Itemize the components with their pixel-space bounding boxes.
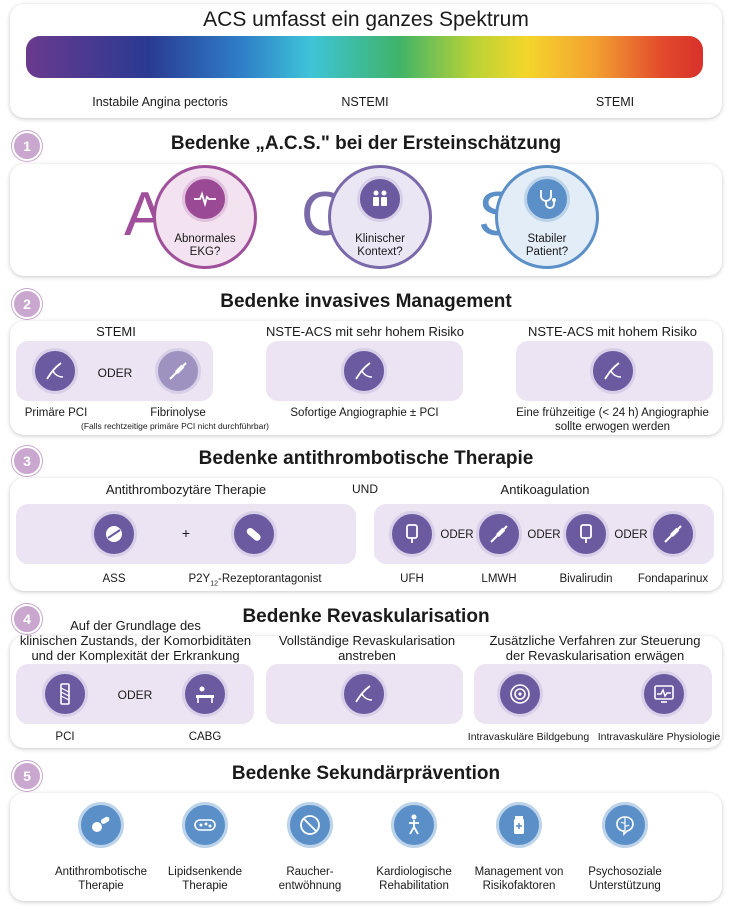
antiplatelet-box bbox=[16, 504, 356, 564]
section-5-title: Bedenke Sekundärprävention bbox=[231, 763, 501, 784]
anticoag-oder-1: ODER bbox=[440, 529, 474, 541]
prevention-label-1b: Therapie bbox=[78, 880, 124, 892]
nste-high-header: NSTE-ACS mit hohem Risiko bbox=[527, 324, 698, 339]
stent-icon bbox=[42, 671, 88, 717]
prevention-label-3b: entwöhnung bbox=[278, 880, 342, 892]
acs-s-label-1: Stabiler bbox=[527, 233, 567, 245]
stemi-header: STEMI bbox=[96, 324, 136, 339]
antithrombotic-pill-icon bbox=[78, 802, 124, 848]
spectrum-title: ACS umfasst ein ganzes Spektrum bbox=[203, 8, 529, 31]
section-1-title: Bedenke „A.C.S." bei der Ersteinschätzun… bbox=[170, 133, 562, 154]
immediate-angiography-label: Sofortige Angiographie ± PCI bbox=[290, 407, 439, 419]
prevention-label-1a: Antithrombotische bbox=[54, 866, 148, 878]
section-4-number: 4 bbox=[12, 604, 42, 634]
primary-pci-label: Primäre PCI bbox=[24, 407, 88, 419]
additional-procedures-text-1: Zusätzliche Verfahren zur Steuerung bbox=[489, 633, 701, 648]
prevention-label-6b: Unterstützung bbox=[589, 880, 661, 892]
fibrinolysis-label: Fibrinolyse bbox=[150, 407, 206, 419]
anticoag-oder-3: ODER bbox=[614, 529, 648, 541]
section-4-title: Bedenke Revaskularisation bbox=[242, 606, 490, 627]
prevention-label-5a: Management von bbox=[474, 866, 564, 878]
aspirin-pill-icon bbox=[91, 511, 137, 557]
ass-label: ASS bbox=[102, 573, 126, 585]
p2y12-label-b: -Rezeptorantagonist bbox=[217, 573, 322, 585]
prevention-label-4a: Kardiologische bbox=[376, 866, 452, 878]
ufh-label: UFH bbox=[400, 573, 424, 585]
anticoag-oder-2: ODER bbox=[527, 529, 561, 541]
revasc-basis-text-1: Auf der Grundlage des bbox=[70, 618, 201, 633]
stemi-oder: ODER bbox=[97, 366, 133, 380]
section-3-title: Bedenke antithrombotische Therapie bbox=[198, 448, 534, 469]
antiplatelet-plus: + bbox=[181, 525, 191, 541]
spectrum-label-stemi: STEMI bbox=[595, 95, 635, 109]
cabg-label: CABG bbox=[188, 731, 222, 743]
revasc-basis-text-2: klinischen Zustands, der Komorbiditäten bbox=[19, 633, 252, 648]
prevention-label-6a: Psychosoziale bbox=[588, 866, 662, 878]
acs-c-label-2: Kontext? bbox=[357, 246, 403, 258]
patient-doctor-icon bbox=[357, 176, 403, 222]
intravascular-physiology-label: Intravaskuläre Physiologie bbox=[597, 731, 721, 743]
capsule-icon bbox=[231, 511, 277, 557]
intravascular-imaging-label: Intravaskuläre Bildgebung bbox=[467, 731, 590, 743]
p2y12-label-sub: 12 bbox=[210, 580, 218, 588]
prevention-label-2b: Therapie bbox=[182, 880, 228, 892]
bivalirudin-label: Bivalirudin bbox=[559, 573, 613, 585]
fibrinolysis-syringe-icon bbox=[155, 348, 201, 394]
fibrinolysis-note: (Falls rechtzeitige primäre PCI nicht du… bbox=[80, 421, 269, 431]
section-1-number: 1 bbox=[12, 131, 42, 161]
lipid-vessel-icon bbox=[182, 802, 228, 848]
section-5-number: 5 bbox=[12, 761, 42, 791]
revasc-oder: ODER bbox=[117, 688, 153, 702]
revasc-basis-text-3: und der Komplexität der Erkrankung bbox=[31, 648, 240, 663]
prevention-label-5b: Risikofaktoren bbox=[482, 880, 556, 892]
no-smoking-icon bbox=[287, 802, 333, 848]
section-2-title: Bedenke invasives Management bbox=[220, 291, 512, 312]
stethoscope-icon bbox=[524, 176, 570, 222]
acs-a-label-2: EKG? bbox=[189, 246, 221, 258]
p2y12-label: P2Y12-Rezeptorantagonist bbox=[170, 572, 340, 591]
additional-procedures-text-2: der Revaskularisation erwägen bbox=[505, 648, 685, 663]
acs-c-label-1: Klinischer bbox=[355, 233, 405, 245]
prevention-label-2a: Lipidsenkende bbox=[167, 866, 243, 878]
antiplatelet-header: Antithrombozytäre Therapie bbox=[105, 482, 267, 497]
prevention-label-4b: Rehabilitation bbox=[379, 880, 449, 892]
ecg-icon bbox=[182, 176, 228, 222]
complete-revasc-icon bbox=[341, 671, 387, 717]
rehabilitation-icon bbox=[391, 802, 437, 848]
intravascular-imaging-icon bbox=[497, 671, 543, 717]
risk-factor-medication-icon bbox=[496, 802, 542, 848]
coronary-pci-icon bbox=[32, 348, 78, 394]
section-5-panel bbox=[10, 793, 722, 901]
early-angiography-label-2: sollte erwogen werden bbox=[554, 421, 671, 433]
spectrum-label-unstable-angina: Instabile Angina pectoris bbox=[92, 95, 228, 109]
acs-circle-c bbox=[328, 165, 432, 269]
fondaparinux-label: Fondaparinux bbox=[637, 573, 709, 585]
brain-icon bbox=[602, 802, 648, 848]
acs-a-label-1: Abnormales bbox=[174, 233, 236, 245]
ufh-infusion-bag-icon bbox=[389, 511, 435, 557]
lmwh-syringe-icon bbox=[476, 511, 522, 557]
spectrum-label-nstemi: NSTEMI bbox=[341, 95, 389, 109]
early-angiography-label-1: Eine frühzeitige (< 24 h) Angiographie bbox=[516, 407, 709, 419]
lmwh-label: LMWH bbox=[481, 573, 517, 585]
bivalirudin-infusion-bag-icon bbox=[563, 511, 609, 557]
surgery-icon bbox=[182, 671, 228, 717]
early-angiography-icon bbox=[590, 348, 636, 394]
p2y12-label-a: P2Y bbox=[188, 573, 211, 585]
nste-very-high-header: NSTE-ACS mit sehr hohem Risiko bbox=[266, 324, 464, 339]
und-label: UND bbox=[352, 482, 378, 496]
prevention-label-3a: Raucher- bbox=[286, 866, 334, 878]
fondaparinux-syringe-icon bbox=[650, 511, 696, 557]
angiography-icon bbox=[341, 348, 387, 394]
complete-revasc-text-1: Vollständige Revaskularisation bbox=[278, 633, 456, 648]
complete-revasc-text-2: anstreben bbox=[338, 648, 396, 663]
section-2-number: 2 bbox=[12, 289, 42, 319]
section-3-number: 3 bbox=[12, 446, 42, 476]
intravascular-physiology-icon bbox=[641, 671, 687, 717]
anticoagulation-header: Antikoagulation bbox=[500, 482, 590, 497]
pci-label: PCI bbox=[55, 731, 75, 743]
acs-s-label-2: Patient? bbox=[525, 246, 569, 258]
spectrum-gradient-bar bbox=[26, 36, 703, 78]
